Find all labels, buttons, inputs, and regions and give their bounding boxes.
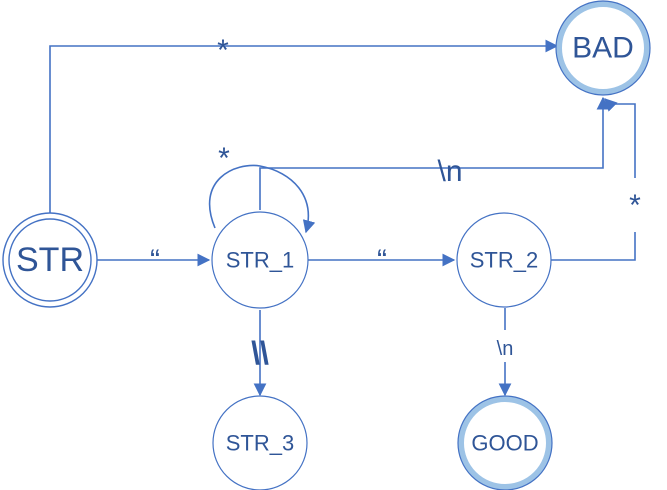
state-good: GOOD [457, 395, 553, 490]
edge-label-str2-to-bad: * [629, 189, 641, 222]
state-label-str1: STR_1 [226, 248, 294, 273]
edge-str2-to-good: \n [497, 308, 514, 397]
state-label-str2: STR_2 [470, 248, 538, 273]
state-str1: STR_1 [211, 211, 309, 309]
state-bad: BAD [555, 0, 651, 96]
edge-label-str-to-bad: * [217, 34, 229, 67]
edge-label-str1-to-str2: “ [377, 244, 387, 277]
state-str: STR [2, 212, 98, 308]
state-str2: STR_2 [456, 212, 552, 308]
edge-label-str1-loop: * [218, 142, 230, 175]
state-label-good: GOOD [471, 431, 538, 456]
edge-str-to-bad: * [49, 34, 559, 222]
edge-label-str2-to-good: \n [497, 338, 514, 360]
edge-str1-self-loop: * [208, 142, 316, 234]
edge-str-to-str1: “ [97, 244, 211, 277]
edge-str1-to-bad: \n [259, 96, 610, 210]
edge-label-str-to-str1: “ [150, 244, 160, 277]
edge-str2-to-bad: * [550, 98, 641, 261]
edge-str1-to-str2: “ [307, 244, 456, 277]
state-str3: STR_3 [212, 395, 308, 490]
edge-str1-to-str3: \\ [251, 310, 269, 397]
state-label-bad: BAD [572, 32, 634, 65]
state-label-str: STR [16, 241, 84, 279]
state-label-str3: STR_3 [226, 431, 294, 456]
edge-label-str1-to-str3: \\ [251, 335, 269, 371]
edge-label-str1-to-bad: \n [437, 155, 462, 188]
